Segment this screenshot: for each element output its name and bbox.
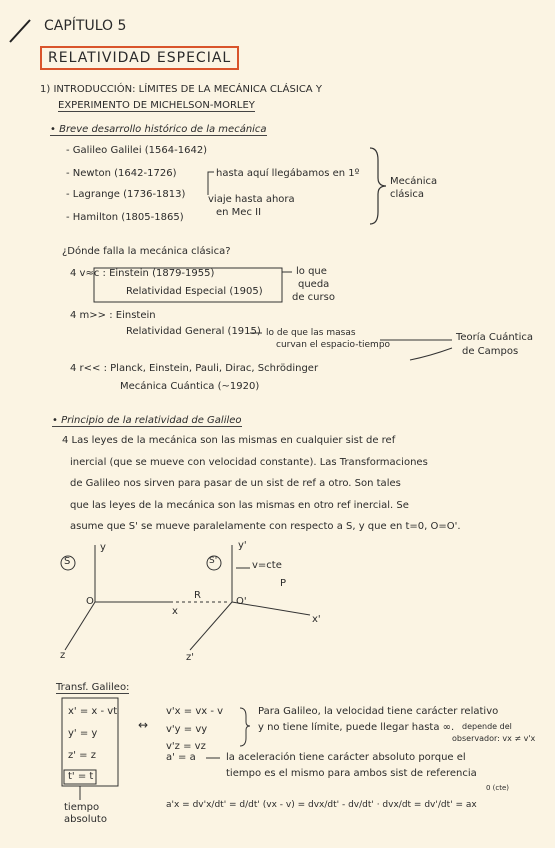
dep-note-1: depende del <box>462 722 512 731</box>
vnc-box <box>93 267 283 303</box>
diag-yp: y' <box>238 540 247 551</box>
eq-y: y' = y <box>68 728 98 739</box>
eq-t: t' = t <box>68 771 94 782</box>
fails-mass-2: Relatividad General (1915) <box>126 326 261 337</box>
note-viaje-1: viaje hasta ahora <box>208 194 295 205</box>
fails-rcc: 4 r<< : Planck, Einstein, Pauli, Dirac, … <box>70 363 319 374</box>
time-note-2: absoluto <box>64 814 107 825</box>
acc-note-1: la aceleración tiene carácter absoluto p… <box>226 752 466 763</box>
diag-v: v=cte <box>252 560 282 571</box>
mass-note-2: curvan el espacio-tiempo <box>276 340 391 350</box>
sec1-heading: 1) INTRODUCCIÓN: LÍMITES DE LA MECÁNICA … <box>40 84 322 95</box>
diag-x: x <box>172 606 178 617</box>
margin-slash <box>9 19 31 43</box>
transform-title: Transf. Galileo: <box>56 682 130 694</box>
vel-note-1: Para Galileo, la velocidad tiene carácte… <box>258 706 499 717</box>
person-newton: - Newton (1642-1726) <box>66 168 177 179</box>
fails-vnc: 4 v≈c : Einstein (1879-1955) <box>70 268 215 279</box>
brace-mecanica-clasica <box>369 147 387 225</box>
galileo-line-2: inercial (que se mueve con velocidad con… <box>70 457 428 468</box>
chapter-label: CAPÍTULO 5 <box>44 18 127 34</box>
label-mecanica: Mecánica <box>390 176 438 187</box>
acc-eq: a' = a <box>166 752 196 763</box>
fails-question: ¿Dónde falla la mecánica clásica? <box>62 246 231 257</box>
galileo-heading: • Principio de la relatividad de Galileo <box>52 415 242 427</box>
chapter-title: RELATIVIDAD ESPECIAL <box>40 46 240 70</box>
equivalence-arrow: ↔ <box>138 718 149 732</box>
diag-r: R <box>194 590 201 601</box>
galileo-line-3: de Galileo nos sirven para pasar de un s… <box>70 478 401 489</box>
arrow-qft-2 <box>409 347 453 361</box>
note-newton: hasta aquí llegábamos en 1º <box>216 168 360 179</box>
diag-sp: S' <box>209 556 218 566</box>
diag-s: S <box>64 556 71 567</box>
person-lagrange: - Lagrange (1736-1813) <box>66 189 186 200</box>
note-viaje-2: en Mec II <box>216 207 262 218</box>
time-note-1: tiempo <box>64 802 100 813</box>
vel-note-2: y no tiene límite, puede llegar hasta ∞. <box>258 722 455 733</box>
diag-op: O' <box>236 596 247 607</box>
fails-rcc-2: Mecánica Cuántica (~1920) <box>120 381 260 392</box>
diag-z: z <box>60 650 66 661</box>
mass-note-1: lo de que las masas <box>266 328 356 338</box>
diag-zp: z' <box>186 652 194 663</box>
qft-label-2: de Campos <box>462 346 519 357</box>
galileo-line-5: asume que S' se mueve paralelamente con … <box>70 521 461 532</box>
sec1-heading-2: EXPERIMENTO DE MICHELSON-MORLEY <box>58 100 255 112</box>
arrow-newton <box>207 171 214 195</box>
fails-mass: 4 m>> : Einstein <box>70 310 156 321</box>
vel-x: v'x = vx - v <box>166 706 224 717</box>
history-bullet: • Breve desarrollo histórico de la mecán… <box>50 124 267 136</box>
vnc-note-3: de curso <box>292 292 335 303</box>
sp-x-axis <box>231 601 311 616</box>
fails-vnc-2: Relatividad Especial (1905) <box>126 286 263 297</box>
s-circle <box>60 555 76 571</box>
person-hamilton: - Hamilton (1805-1865) <box>66 212 184 223</box>
vnc-note-2: queda <box>298 279 330 290</box>
diag-o: O <box>86 596 94 607</box>
dep-note-2: observador: vx ≠ v'x <box>452 734 536 743</box>
sp-circle <box>206 555 222 571</box>
vnc-note-1: lo que <box>296 266 327 277</box>
qft-label-1: Teoría Cuántica <box>456 332 533 343</box>
galileo-line-4: que las leyes de la mecánica son las mis… <box>70 500 409 511</box>
s-z-axis <box>64 601 96 651</box>
acc-note-2: tiempo es el mismo para ambos sist de re… <box>226 768 477 779</box>
vel-z: v'z = vz <box>166 741 206 752</box>
time-box <box>63 769 97 785</box>
transform-box <box>61 697 119 787</box>
diag-p: P <box>280 578 287 589</box>
cte-note: 0 (cte) <box>486 784 510 792</box>
sp-z-axis <box>189 601 233 651</box>
eq-x: x' = x - vt <box>68 706 118 717</box>
brace-velocity <box>239 707 251 747</box>
galileo-line-1: 4 Las leyes de la mecánica son las misma… <box>62 435 396 446</box>
eq-z: z' = z <box>68 750 96 761</box>
person-galileo: - Galileo Galilei (1564-1642) <box>66 145 208 156</box>
vel-y: v'y = vy <box>166 724 208 735</box>
diag-y: y <box>100 542 106 553</box>
acc-derivation: a'x = dv'x/dt' = d/dt' (vx - v) = dvx/dt… <box>166 800 477 810</box>
label-clasica: clásica <box>390 189 425 200</box>
diag-xp: x' <box>312 614 321 625</box>
